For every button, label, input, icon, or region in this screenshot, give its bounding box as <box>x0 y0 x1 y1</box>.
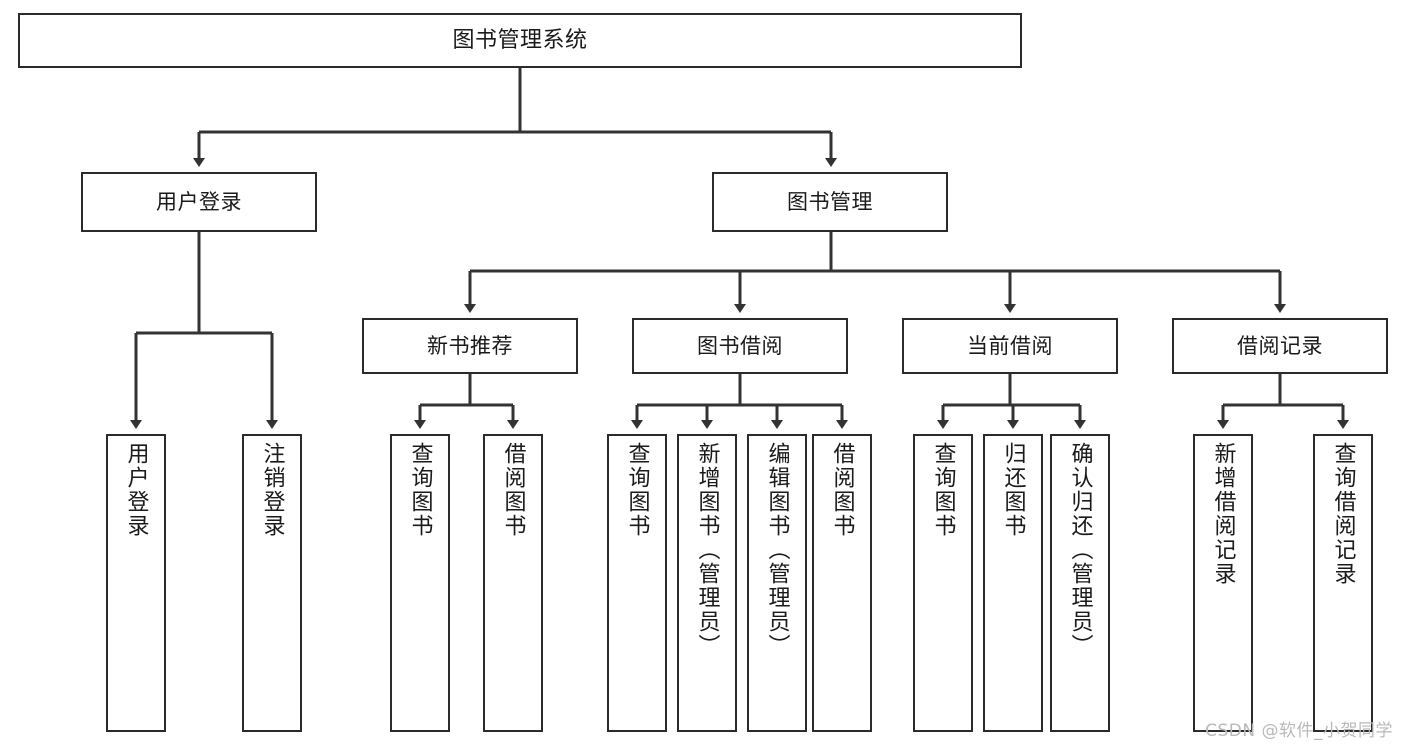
leaf-borrow-record-query[interactable]: 查询借阅记录 <box>1313 434 1373 732</box>
leaf-borrow-record-add-label: 新增借阅记录 <box>1210 442 1236 586</box>
csdn-watermark: CSDN @软件_小贺同学 <box>1205 721 1393 741</box>
leaf-user-login-logout-label: 注销登录 <box>259 442 285 538</box>
leaf-book-borrow-edit[interactable]: 编辑图书（管理员） <box>747 434 807 732</box>
node-borrow-record[interactable]: 借阅记录 <box>1172 318 1388 374</box>
node-current-borrow-label: 当前借阅 <box>967 333 1053 358</box>
leaf-current-borrow-confirm-label: 确认归还（管理员） <box>1067 442 1093 658</box>
leaf-user-login-login-label: 用户登录 <box>123 442 149 538</box>
node-user-login[interactable]: 用户登录 <box>81 172 317 232</box>
node-book-borrow-label: 图书借阅 <box>697 333 783 358</box>
leaf-new-book-query[interactable]: 查询图书 <box>390 434 450 732</box>
node-new-book-recommend-label: 新书推荐 <box>427 333 513 358</box>
leaf-new-book-query-label: 查询图书 <box>407 442 433 538</box>
leaf-new-book-borrow[interactable]: 借阅图书 <box>483 434 543 732</box>
leaf-new-book-borrow-label: 借阅图书 <box>500 442 526 538</box>
node-root-system[interactable]: 图书管理系统 <box>18 13 1022 68</box>
node-current-borrow[interactable]: 当前借阅 <box>902 318 1118 374</box>
leaf-current-borrow-return-label: 归还图书 <box>1000 442 1026 538</box>
leaf-book-borrow-query[interactable]: 查询图书 <box>607 434 667 732</box>
node-root-system-label: 图书管理系统 <box>452 27 588 53</box>
leaf-current-borrow-confirm[interactable]: 确认归还（管理员） <box>1050 434 1110 732</box>
leaf-borrow-record-query-label: 查询借阅记录 <box>1330 442 1356 586</box>
leaf-book-borrow-edit-label: 编辑图书（管理员） <box>764 442 790 658</box>
leaf-book-borrow-borrow[interactable]: 借阅图书 <box>812 434 872 732</box>
leaf-current-borrow-query-label: 查询图书 <box>930 442 956 538</box>
leaf-book-borrow-add[interactable]: 新增图书（管理员） <box>677 434 737 732</box>
node-user-login-label: 用户登录 <box>156 189 242 214</box>
leaf-borrow-record-add[interactable]: 新增借阅记录 <box>1193 434 1253 732</box>
leaf-current-borrow-return[interactable]: 归还图书 <box>983 434 1043 732</box>
node-book-borrow[interactable]: 图书借阅 <box>632 318 848 374</box>
leaf-book-borrow-borrow-label: 借阅图书 <box>829 442 855 538</box>
node-new-book-recommend[interactable]: 新书推荐 <box>362 318 578 374</box>
node-book-manage[interactable]: 图书管理 <box>712 172 948 232</box>
node-book-manage-label: 图书管理 <box>787 189 873 214</box>
leaf-user-login-logout[interactable]: 注销登录 <box>242 434 302 732</box>
leaf-book-borrow-add-label: 新增图书（管理员） <box>694 442 720 658</box>
leaf-book-borrow-query-label: 查询图书 <box>624 442 650 538</box>
leaf-current-borrow-query[interactable]: 查询图书 <box>913 434 973 732</box>
leaf-user-login-login[interactable]: 用户登录 <box>106 434 166 732</box>
node-borrow-record-label: 借阅记录 <box>1237 333 1323 358</box>
